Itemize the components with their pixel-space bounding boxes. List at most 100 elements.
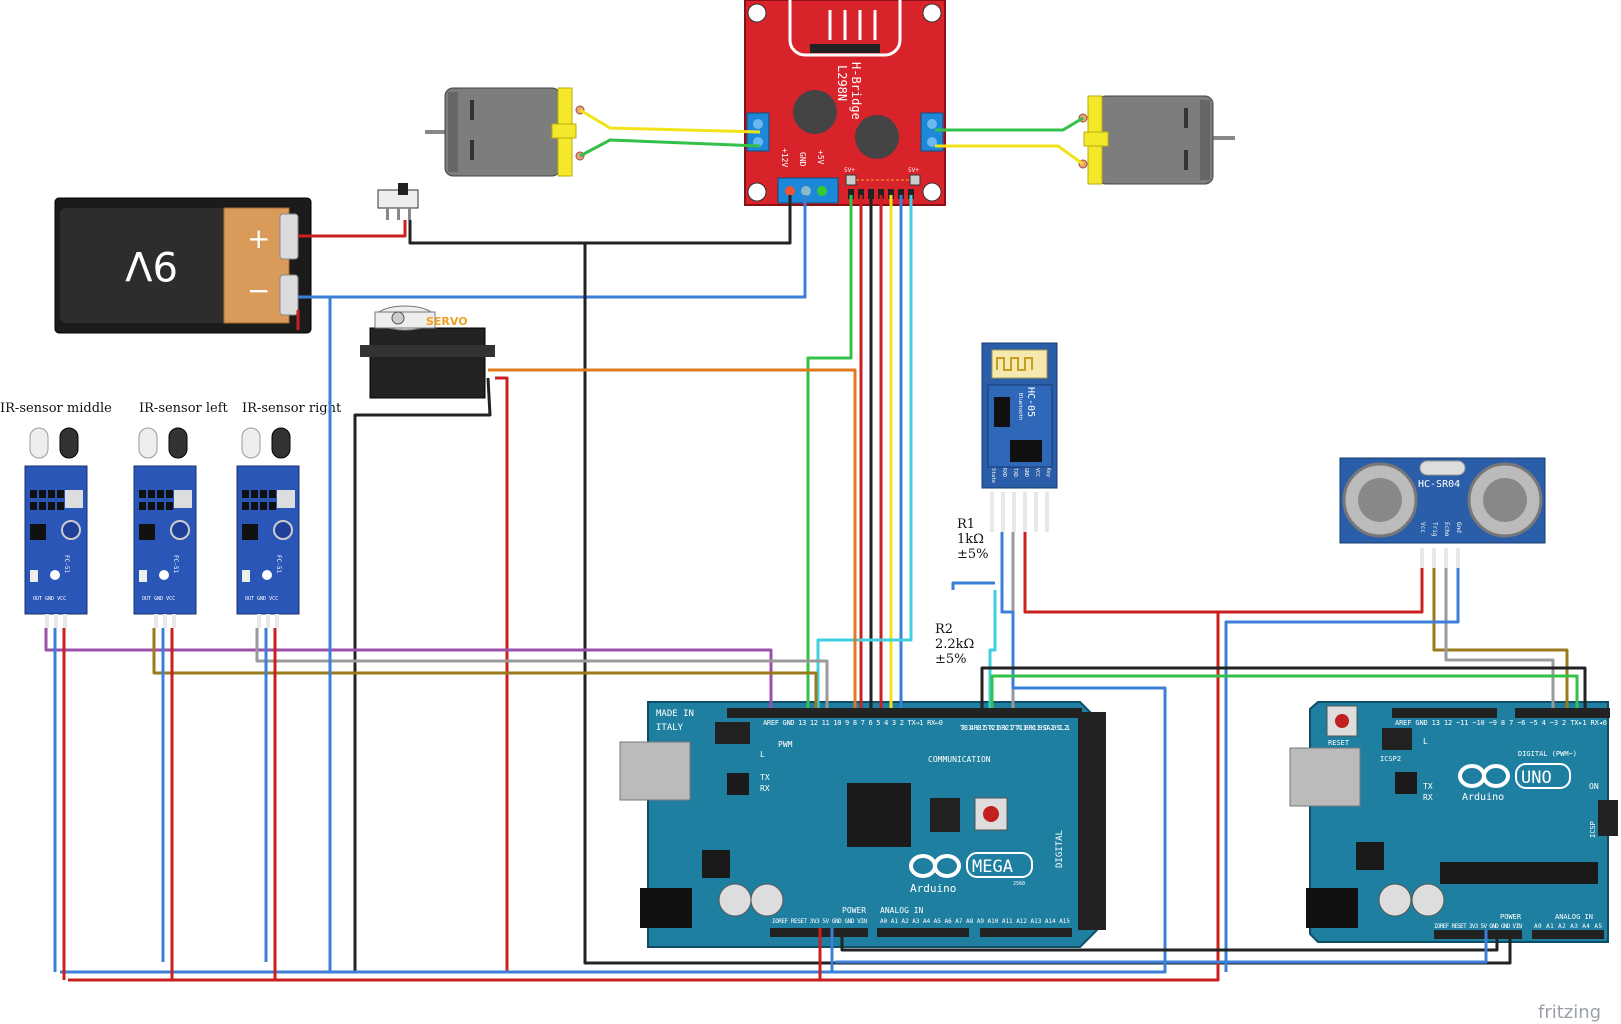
- wire: [835, 930, 1488, 964]
- r1-value: 1kΩ: [957, 532, 984, 547]
- ir-sensor-label: IR-sensor left: [139, 401, 229, 416]
- hc05-pin-label: Key: [1045, 468, 1051, 477]
- hc05-pin-label: GND: [1023, 468, 1029, 477]
- fritzing-watermark: fritzing: [1538, 1002, 1601, 1023]
- hcsr04-pin-label: Vcc: [1419, 522, 1426, 533]
- mega-l-led: L: [760, 750, 765, 759]
- hc05-model: HC-05: [1025, 387, 1036, 417]
- uno-power: POWER: [1500, 913, 1522, 921]
- ir-sensor-label: IR-sensor middle: [0, 401, 112, 416]
- mega-tx-led: TX: [760, 773, 770, 782]
- uno-arduino-logo-icon: [1458, 764, 1510, 788]
- wire: [935, 116, 1084, 132]
- wire: [840, 928, 1499, 952]
- mega-italy: ITALY: [656, 723, 684, 733]
- wire: [298, 220, 407, 238]
- hc05-pin-label: TXD: [1012, 468, 1018, 477]
- heatsink-icon: [788, 0, 902, 57]
- arduino-mega-board: MADE IN ITALY PWM COMMUNICATION L TX RX …: [619, 701, 1106, 948]
- arduino-logo-icon: [909, 854, 961, 878]
- hbridge-title-line2: H-Bridge: [849, 62, 863, 120]
- wire: [988, 590, 997, 708]
- wire: [579, 108, 761, 134]
- hbridge-pin-5v-b: 5V+: [908, 167, 919, 174]
- uno-model: UNO: [1521, 768, 1552, 788]
- r2-tolerance: ±5%: [935, 652, 967, 667]
- wire: [298, 195, 807, 299]
- r2-value: 2.2kΩ: [935, 637, 974, 652]
- hbridge-title-line1: L298N: [835, 65, 849, 101]
- wire: [1218, 568, 1424, 614]
- uno-analog-in: ANALOG IN: [1555, 913, 1593, 921]
- uno-brand: Arduino: [1462, 792, 1504, 803]
- wire: [152, 628, 818, 708]
- battery-voltage: 9V: [125, 242, 178, 288]
- mega-digital: DIGITAL: [1055, 830, 1065, 868]
- ir-sensor-model: FC-51: [172, 555, 179, 573]
- wire: [951, 581, 995, 590]
- mega-pwm-pins: AREF GND 13 12 11 10 9 8 7 6 5 4 3 2 TX→…: [763, 719, 943, 727]
- uno-rx-led: RX: [1423, 793, 1433, 802]
- hbridge-pin-5v: +5V: [816, 150, 825, 165]
- mega-analog-pins: A0 A1 A2 A3 A4 A5 A6 A7 A8 A9 A10 A11 A1…: [880, 918, 1070, 925]
- hc05-pins: [990, 492, 1049, 532]
- dc-motor-left: [425, 87, 585, 177]
- hc05-pin-label: State: [990, 468, 996, 483]
- wire: [990, 674, 1579, 708]
- hcsr04-pin-label: Gnd: [1455, 522, 1462, 533]
- ir-sensor-pin-labels: OUT GND VCC: [245, 596, 278, 602]
- wire: [980, 666, 1587, 708]
- wire: [488, 368, 857, 708]
- mega-power-pins: IOREF RESET 3V3 5V GND GND VIN: [772, 918, 867, 925]
- wire: [495, 376, 509, 972]
- battery-plus: +: [247, 222, 270, 255]
- mega-model: MEGA: [972, 857, 1013, 877]
- wires: [44, 108, 1587, 982]
- resistor-r1-label: R1 1kΩ ±5%: [957, 517, 989, 562]
- wire: [1224, 568, 1460, 972]
- wire: [408, 195, 792, 245]
- mega-communication: COMMUNICATION: [928, 755, 991, 764]
- uno-digital: DIGITAL (PWM~): [1518, 750, 1577, 758]
- servo-label: SERVO: [426, 315, 468, 328]
- wire: [935, 144, 1084, 166]
- uno-reset: RESET: [1328, 739, 1350, 747]
- wire: [579, 138, 761, 158]
- ir-sensor-pin-labels: OUT GND VCC: [142, 596, 175, 602]
- hbridge-pin-gnd: GND: [798, 152, 807, 167]
- uno-analog-pins: A0 A1 A2 A3 A4 A5: [1534, 923, 1602, 930]
- wire: [44, 628, 773, 708]
- mega-made-in: MADE IN: [656, 709, 694, 719]
- uno-power-pins: IOREF RESET 3V3 5V GND GND VIN: [1434, 923, 1522, 930]
- wire: [353, 377, 492, 972]
- mega-rx-led: RX: [760, 784, 770, 793]
- wire: [1444, 568, 1555, 708]
- hbridge-header-pins: [848, 189, 914, 199]
- servo-motor: SERVO: [360, 305, 495, 399]
- mega-analog-in: ANALOG IN: [880, 906, 924, 915]
- hc05-pin-label: RXD: [1001, 468, 1007, 477]
- battery-9v: + − 9V: [54, 197, 312, 334]
- mega-comm-pins: TX3 14 RX3 15 TX2 16 RX2 17 TX1 18 RX1 1…: [960, 724, 1070, 732]
- battery-minus: −: [247, 274, 270, 307]
- ir-sensor-model: FC-51: [275, 555, 282, 573]
- mega-brand: Arduino: [910, 882, 956, 895]
- mega-pwm: PWM: [778, 740, 793, 749]
- uno-tx-led: TX: [1423, 782, 1433, 791]
- wire: [806, 195, 853, 708]
- uno-on-led: ON: [1589, 782, 1599, 791]
- hcsr04-pin-label: Trig: [1431, 522, 1438, 537]
- wire: [1432, 568, 1569, 708]
- hc05-pin-label: VCC: [1034, 468, 1040, 477]
- resistor-r2-label: R2 2.2kΩ ±5%: [935, 622, 974, 667]
- ir-sensor-model: FC-51: [63, 555, 70, 573]
- mega-chip: 2560: [1013, 881, 1025, 887]
- hcsr04-model: HC-SR04: [1418, 479, 1460, 490]
- wire: [60, 532, 1167, 974]
